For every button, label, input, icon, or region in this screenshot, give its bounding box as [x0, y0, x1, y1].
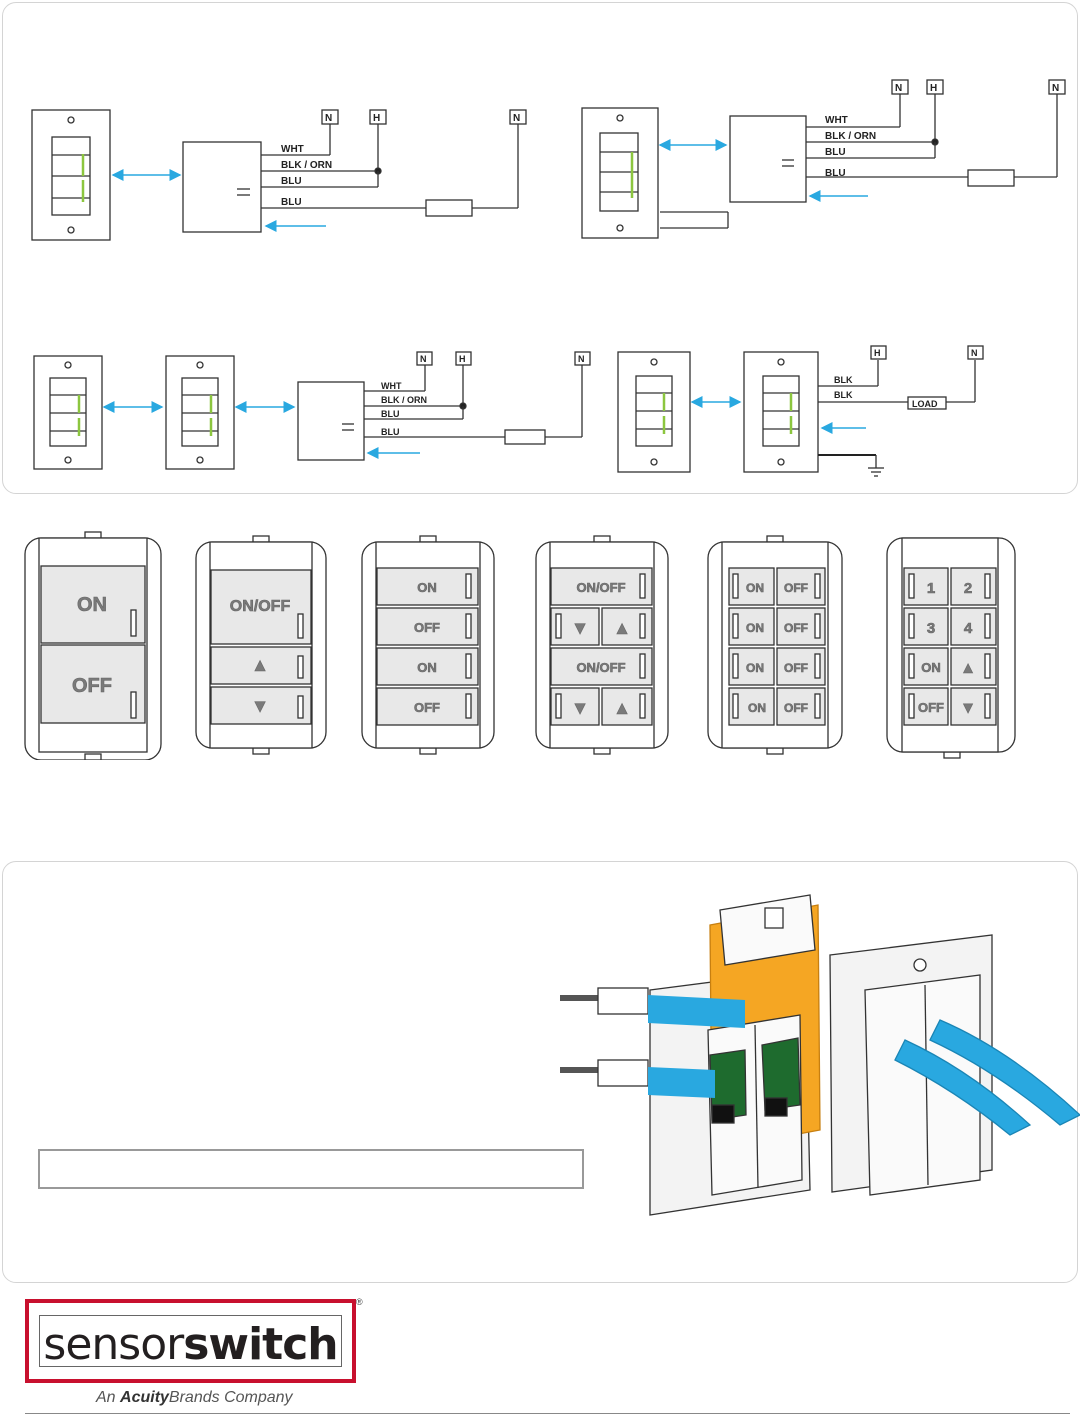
button-lower: ▼: [571, 618, 589, 638]
tagline-brand: Acuity: [120, 1389, 169, 1406]
wire-label-wht: WHT: [825, 115, 848, 126]
terminal-hot: H: [874, 348, 881, 358]
footer-divider: [25, 1413, 1070, 1414]
wire-label-blk-orn: BLK / ORN: [381, 395, 427, 405]
logo-brand-bold: switch: [183, 1319, 338, 1370]
button-on: ON: [417, 660, 437, 675]
button-off: OFF: [414, 620, 440, 635]
button-off: OFF: [918, 700, 944, 715]
button-on-off: ON/OFF: [230, 598, 291, 615]
button-raise: ▲: [960, 660, 976, 677]
keypad-configurations: ON OFF ON/OFF ▲ ▼ ON OFF ON OFF ON/OFF ▼…: [24, 531, 1016, 760]
button-scene-3: 3: [927, 620, 935, 637]
button-lower: ▼: [251, 696, 269, 716]
terminal-neutral: N: [1052, 83, 1059, 94]
button-scene-1: 1: [927, 580, 935, 597]
wire-label-blu: BLU: [381, 409, 400, 419]
diagram-two-stations: [33, 351, 591, 470]
terminal-hot: H: [459, 354, 466, 364]
button-off: OFF: [784, 581, 808, 595]
keypad-8-button: [707, 535, 843, 755]
button-scene-4: 4: [964, 620, 973, 637]
wire-label-blk: BLK: [834, 390, 853, 400]
keypad-3-button: [195, 535, 327, 755]
button-off: OFF: [784, 701, 808, 715]
wire-label-blu: BLU: [825, 168, 846, 179]
button-on: ON: [921, 660, 941, 675]
wire-label-blk-orn: BLK / ORN: [281, 160, 332, 171]
button-raise: ▲: [613, 698, 631, 718]
note-box: [38, 1149, 584, 1189]
wiring-diagrams: WHT BLK / ORN BLU BLU N H N WHT BLK / OR…: [31, 79, 1066, 477]
terminal-hot: H: [373, 113, 380, 124]
diagram-low-voltage-station: [581, 79, 1066, 239]
terminal-neutral: N: [971, 348, 978, 358]
diagram-single-station: [31, 109, 527, 241]
tagline-suffix: Brands Company: [168, 1389, 293, 1406]
button-on: ON: [746, 581, 764, 595]
button-raise: ▲: [251, 655, 269, 675]
button-off: OFF: [414, 700, 440, 715]
button-on: ON: [746, 621, 764, 635]
keypad-8-button-scene: [886, 537, 1016, 759]
button-on: ON: [746, 661, 764, 675]
wire-label-wht: WHT: [281, 144, 304, 155]
sensorswitch-logo: sensorswitch: [25, 1299, 356, 1383]
load-label: LOAD: [912, 399, 938, 409]
wire-label-blu: BLU: [825, 147, 846, 158]
terminal-hot: H: [930, 83, 937, 94]
button-on-off: ON/OFF: [576, 660, 625, 675]
button-on-off: ON/OFF: [576, 580, 625, 595]
terminal-neutral: N: [513, 113, 520, 124]
keypad-4-button: [361, 535, 495, 755]
wire-label-blu: BLU: [281, 197, 302, 208]
terminal-neutral: N: [325, 113, 332, 124]
terminal-neutral: N: [578, 354, 585, 364]
diagram-line-voltage-station: [617, 345, 984, 477]
tagline-prefix: An: [96, 1389, 121, 1406]
wire-label-blu: BLU: [381, 427, 400, 437]
keypad-6-button: [535, 535, 669, 755]
logo-wordmark: sensorswitch: [40, 1319, 341, 1370]
wire-label-wht: WHT: [381, 381, 402, 391]
wire-label-blk: BLK: [834, 375, 853, 385]
wire-label-blk-orn: BLK / ORN: [825, 131, 876, 142]
logo-brand-light: sensor: [43, 1319, 184, 1370]
registered-mark: ®: [356, 1297, 363, 1307]
button-off: OFF: [72, 675, 112, 697]
button-scene-2: 2: [964, 580, 972, 597]
button-off: OFF: [784, 661, 808, 675]
wire-label-blu: BLU: [281, 176, 302, 187]
terminal-neutral: N: [420, 354, 427, 364]
logo-frame: sensorswitch: [39, 1315, 342, 1370]
terminal-neutral: N: [895, 83, 902, 94]
button-lower: ▼: [960, 700, 976, 717]
installation-illustration: [560, 894, 1080, 1216]
keypad-2-button: [24, 531, 162, 760]
button-lower: ▼: [571, 698, 589, 718]
button-on: ON: [77, 594, 107, 616]
acuity-tagline: An AcuityBrands Company: [96, 1389, 293, 1407]
button-on: ON: [417, 580, 437, 595]
button-raise: ▲: [613, 618, 631, 638]
button-off: OFF: [784, 621, 808, 635]
button-on: ON: [748, 701, 766, 715]
